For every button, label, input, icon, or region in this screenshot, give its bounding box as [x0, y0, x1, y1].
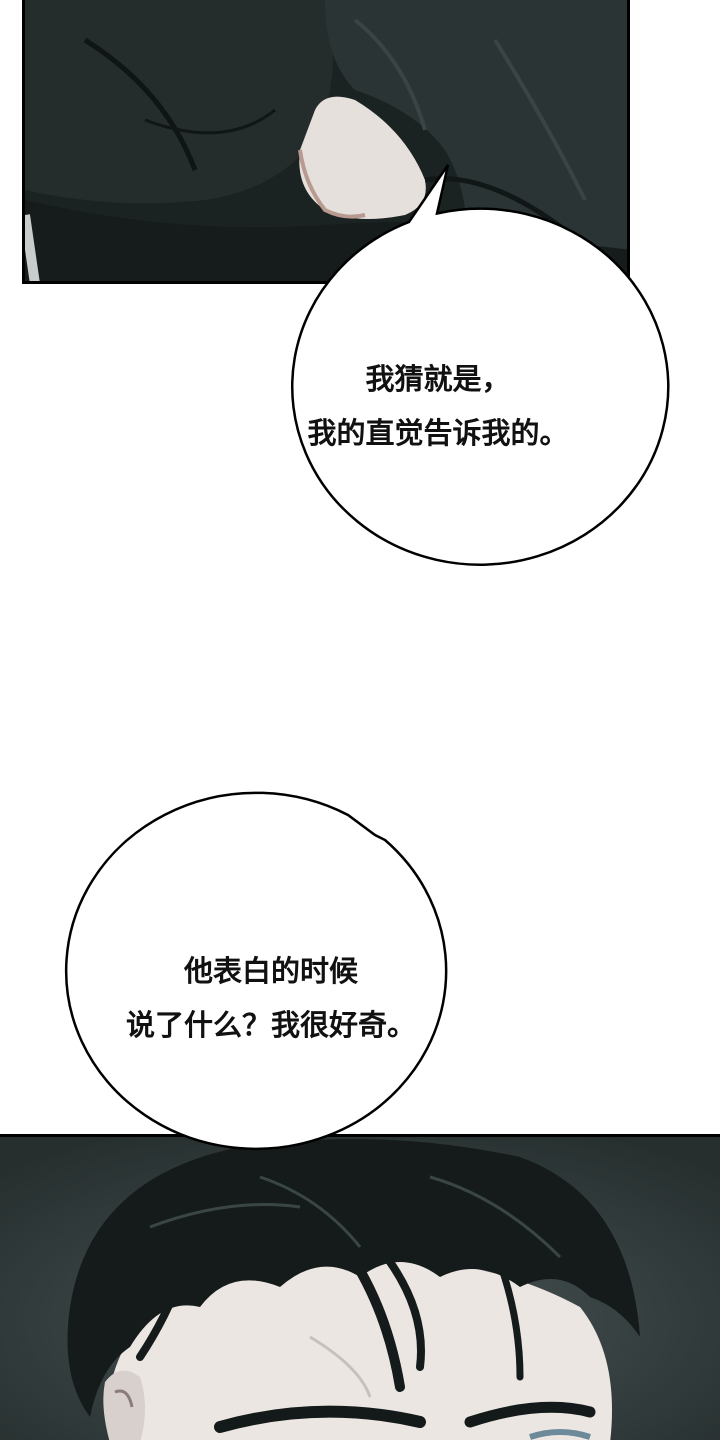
bubble-2-line-2: 说了什么？我很好奇。 [125, 1008, 416, 1042]
bubble-2-line-1: 他表白的时候 [183, 954, 358, 988]
panel-clothing-closeup [22, 0, 630, 284]
speech-bubble-2-text: 他表白的时候 说了什么？我很好奇。 [95, 944, 447, 1052]
speech-bubble-1-text: 我猜就是， 我的直觉告诉我的。 [258, 352, 618, 460]
panel-character-face [0, 1134, 720, 1440]
bubble-1-line-2: 我的直觉告诉我的。 [307, 416, 569, 450]
bubble-1-line-1: 我猜就是， [365, 362, 511, 396]
character-illustration [0, 1137, 720, 1440]
clothing-illustration [25, 0, 627, 281]
